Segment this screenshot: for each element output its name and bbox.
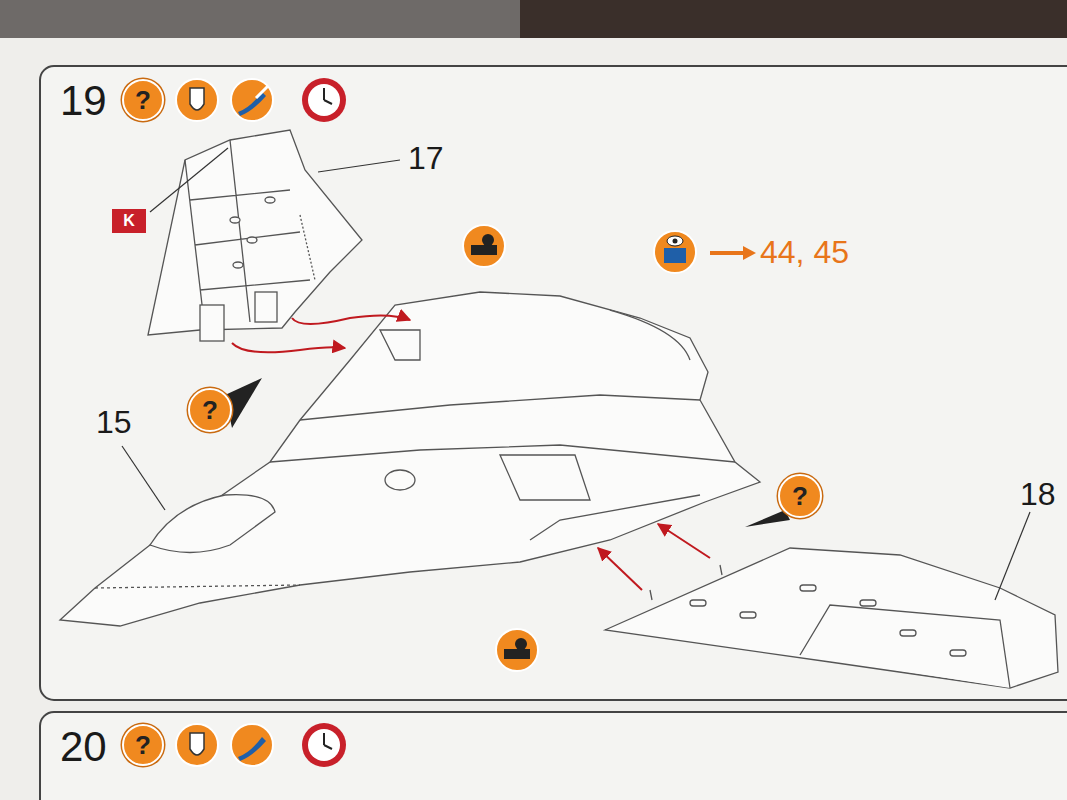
icon-text: ? bbox=[135, 732, 151, 758]
paint-icon bbox=[231, 724, 273, 766]
page-reference: 44, 45 bbox=[760, 236, 849, 268]
tape-icon bbox=[496, 629, 538, 671]
callout-number: 15 bbox=[96, 406, 132, 438]
clock-icon bbox=[302, 78, 346, 122]
fin-part bbox=[148, 130, 362, 341]
help-icon: ? bbox=[122, 724, 164, 766]
step-number: 20 bbox=[60, 726, 107, 768]
tape-icon bbox=[463, 225, 505, 267]
glue-icon bbox=[176, 724, 218, 766]
help-icon: ? bbox=[778, 474, 822, 518]
help-icon: ? bbox=[122, 79, 164, 121]
leader-line bbox=[122, 148, 1030, 600]
red-flag: K bbox=[112, 209, 146, 233]
glue-icon bbox=[176, 79, 218, 121]
fuselage-part bbox=[60, 292, 760, 626]
paint-icon bbox=[231, 79, 273, 121]
callout-number: 17 bbox=[408, 142, 444, 174]
step-panel bbox=[40, 66, 1067, 700]
step-panel bbox=[40, 712, 1067, 800]
help-icon: ? bbox=[188, 388, 232, 432]
assembly-arrow bbox=[232, 315, 710, 590]
icon-text: ? bbox=[135, 87, 151, 113]
callout-pointer bbox=[745, 510, 790, 527]
wing-part bbox=[605, 548, 1058, 688]
icon-text: ? bbox=[202, 397, 218, 423]
clock-icon bbox=[302, 723, 346, 767]
callout-number: 18 bbox=[1020, 478, 1056, 510]
step-number: 19 bbox=[60, 80, 107, 122]
see-page-icon bbox=[654, 231, 756, 273]
icon-text: K bbox=[123, 213, 135, 229]
icon-text: ? bbox=[792, 483, 808, 509]
